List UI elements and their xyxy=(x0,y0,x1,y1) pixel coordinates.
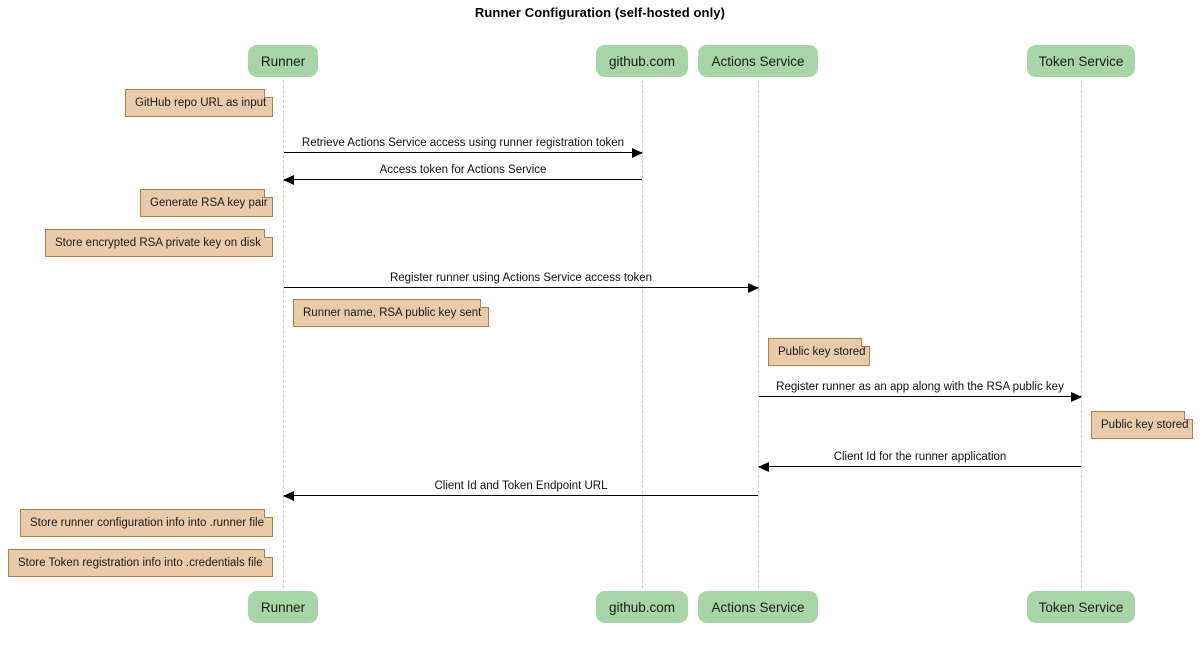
note-label: Generate RSA key pair xyxy=(150,197,268,209)
msg-client-id-and-token-endpoint[interactable]: Client Id and Token Endpoint URL xyxy=(283,480,758,501)
lifeline-actions xyxy=(758,80,759,588)
message-label: Client Id for the runner application xyxy=(833,451,1007,463)
note-github-repo-url: GitHub repo URL as input xyxy=(125,89,273,117)
msg-access-token[interactable]: Access token for Actions Service xyxy=(283,164,642,185)
participant-actions-bottom[interactable]: Actions Service xyxy=(698,591,818,623)
participant-label: Runner xyxy=(260,599,306,615)
lifeline-github xyxy=(642,80,643,588)
participant-label: Runner xyxy=(260,53,306,69)
msg-register-runner-as-app[interactable]: Register runner as an app along with the… xyxy=(759,381,1082,402)
note-label: Runner name, RSA public key sent xyxy=(303,307,482,319)
note-public-key-stored-1: Public key stored xyxy=(768,338,870,366)
message-label: Access token for Actions Service xyxy=(379,164,547,176)
arrow-left-icon xyxy=(283,175,294,185)
arrow-right-icon xyxy=(748,283,759,293)
msg-client-id-for-runner-app[interactable]: Client Id for the runner application xyxy=(758,451,1081,472)
arrow-left-icon xyxy=(758,462,769,472)
message-label: Register runner using Actions Service ac… xyxy=(389,272,653,284)
note-label: Store encrypted RSA private key on disk xyxy=(55,237,261,249)
participant-label: Token Service xyxy=(1038,599,1124,615)
note-store-private-key: Store encrypted RSA private key on disk xyxy=(45,229,273,257)
note-label: Store runner configuration info into .ru… xyxy=(30,517,264,529)
note-label: Public key stored xyxy=(778,346,866,358)
participant-label: Actions Service xyxy=(711,53,805,69)
message-label: Client Id and Token Endpoint URL xyxy=(434,480,608,492)
participant-github-bottom[interactable]: github.com xyxy=(596,591,688,623)
arrow-right-icon xyxy=(632,148,643,158)
note-label: GitHub repo URL as input xyxy=(135,97,267,109)
participant-label: Token Service xyxy=(1038,53,1124,69)
participant-runner-top[interactable]: Runner xyxy=(248,45,318,77)
note-label: Store Token registration info into .cred… xyxy=(18,557,263,569)
lifeline-runner xyxy=(283,80,284,588)
participant-label: Actions Service xyxy=(711,599,805,615)
note-runner-name-pubkey: Runner name, RSA public key sent xyxy=(293,299,489,327)
message-label: Register runner as an app along with the… xyxy=(776,381,1064,393)
participant-token-bottom[interactable]: Token Service xyxy=(1027,591,1135,623)
participant-token-top[interactable]: Token Service xyxy=(1027,45,1135,77)
note-label: Public key stored xyxy=(1101,419,1189,431)
participant-label: github.com xyxy=(608,599,676,615)
msg-register-runner[interactable]: Register runner using Actions Service ac… xyxy=(284,272,759,293)
message-label: Retrieve Actions Service access using ru… xyxy=(301,137,625,149)
participant-label: github.com xyxy=(608,53,676,69)
arrow-left-icon xyxy=(283,491,294,501)
note-store-token-reg: Store Token registration info into .cred… xyxy=(8,549,273,577)
msg-retrieve-actions-access[interactable]: Retrieve Actions Service access using ru… xyxy=(284,137,643,158)
page-title: Runner Configuration (self-hosted only) xyxy=(474,5,726,20)
participant-github-top[interactable]: github.com xyxy=(596,45,688,77)
arrow-right-icon xyxy=(1071,392,1082,402)
note-generate-rsa: Generate RSA key pair xyxy=(140,189,273,217)
note-store-runner-config: Store runner configuration info into .ru… xyxy=(20,509,273,537)
note-public-key-stored-2: Public key stored xyxy=(1091,411,1193,439)
lifeline-token xyxy=(1081,80,1082,588)
participant-actions-top[interactable]: Actions Service xyxy=(698,45,818,77)
participant-runner-bottom[interactable]: Runner xyxy=(248,591,318,623)
